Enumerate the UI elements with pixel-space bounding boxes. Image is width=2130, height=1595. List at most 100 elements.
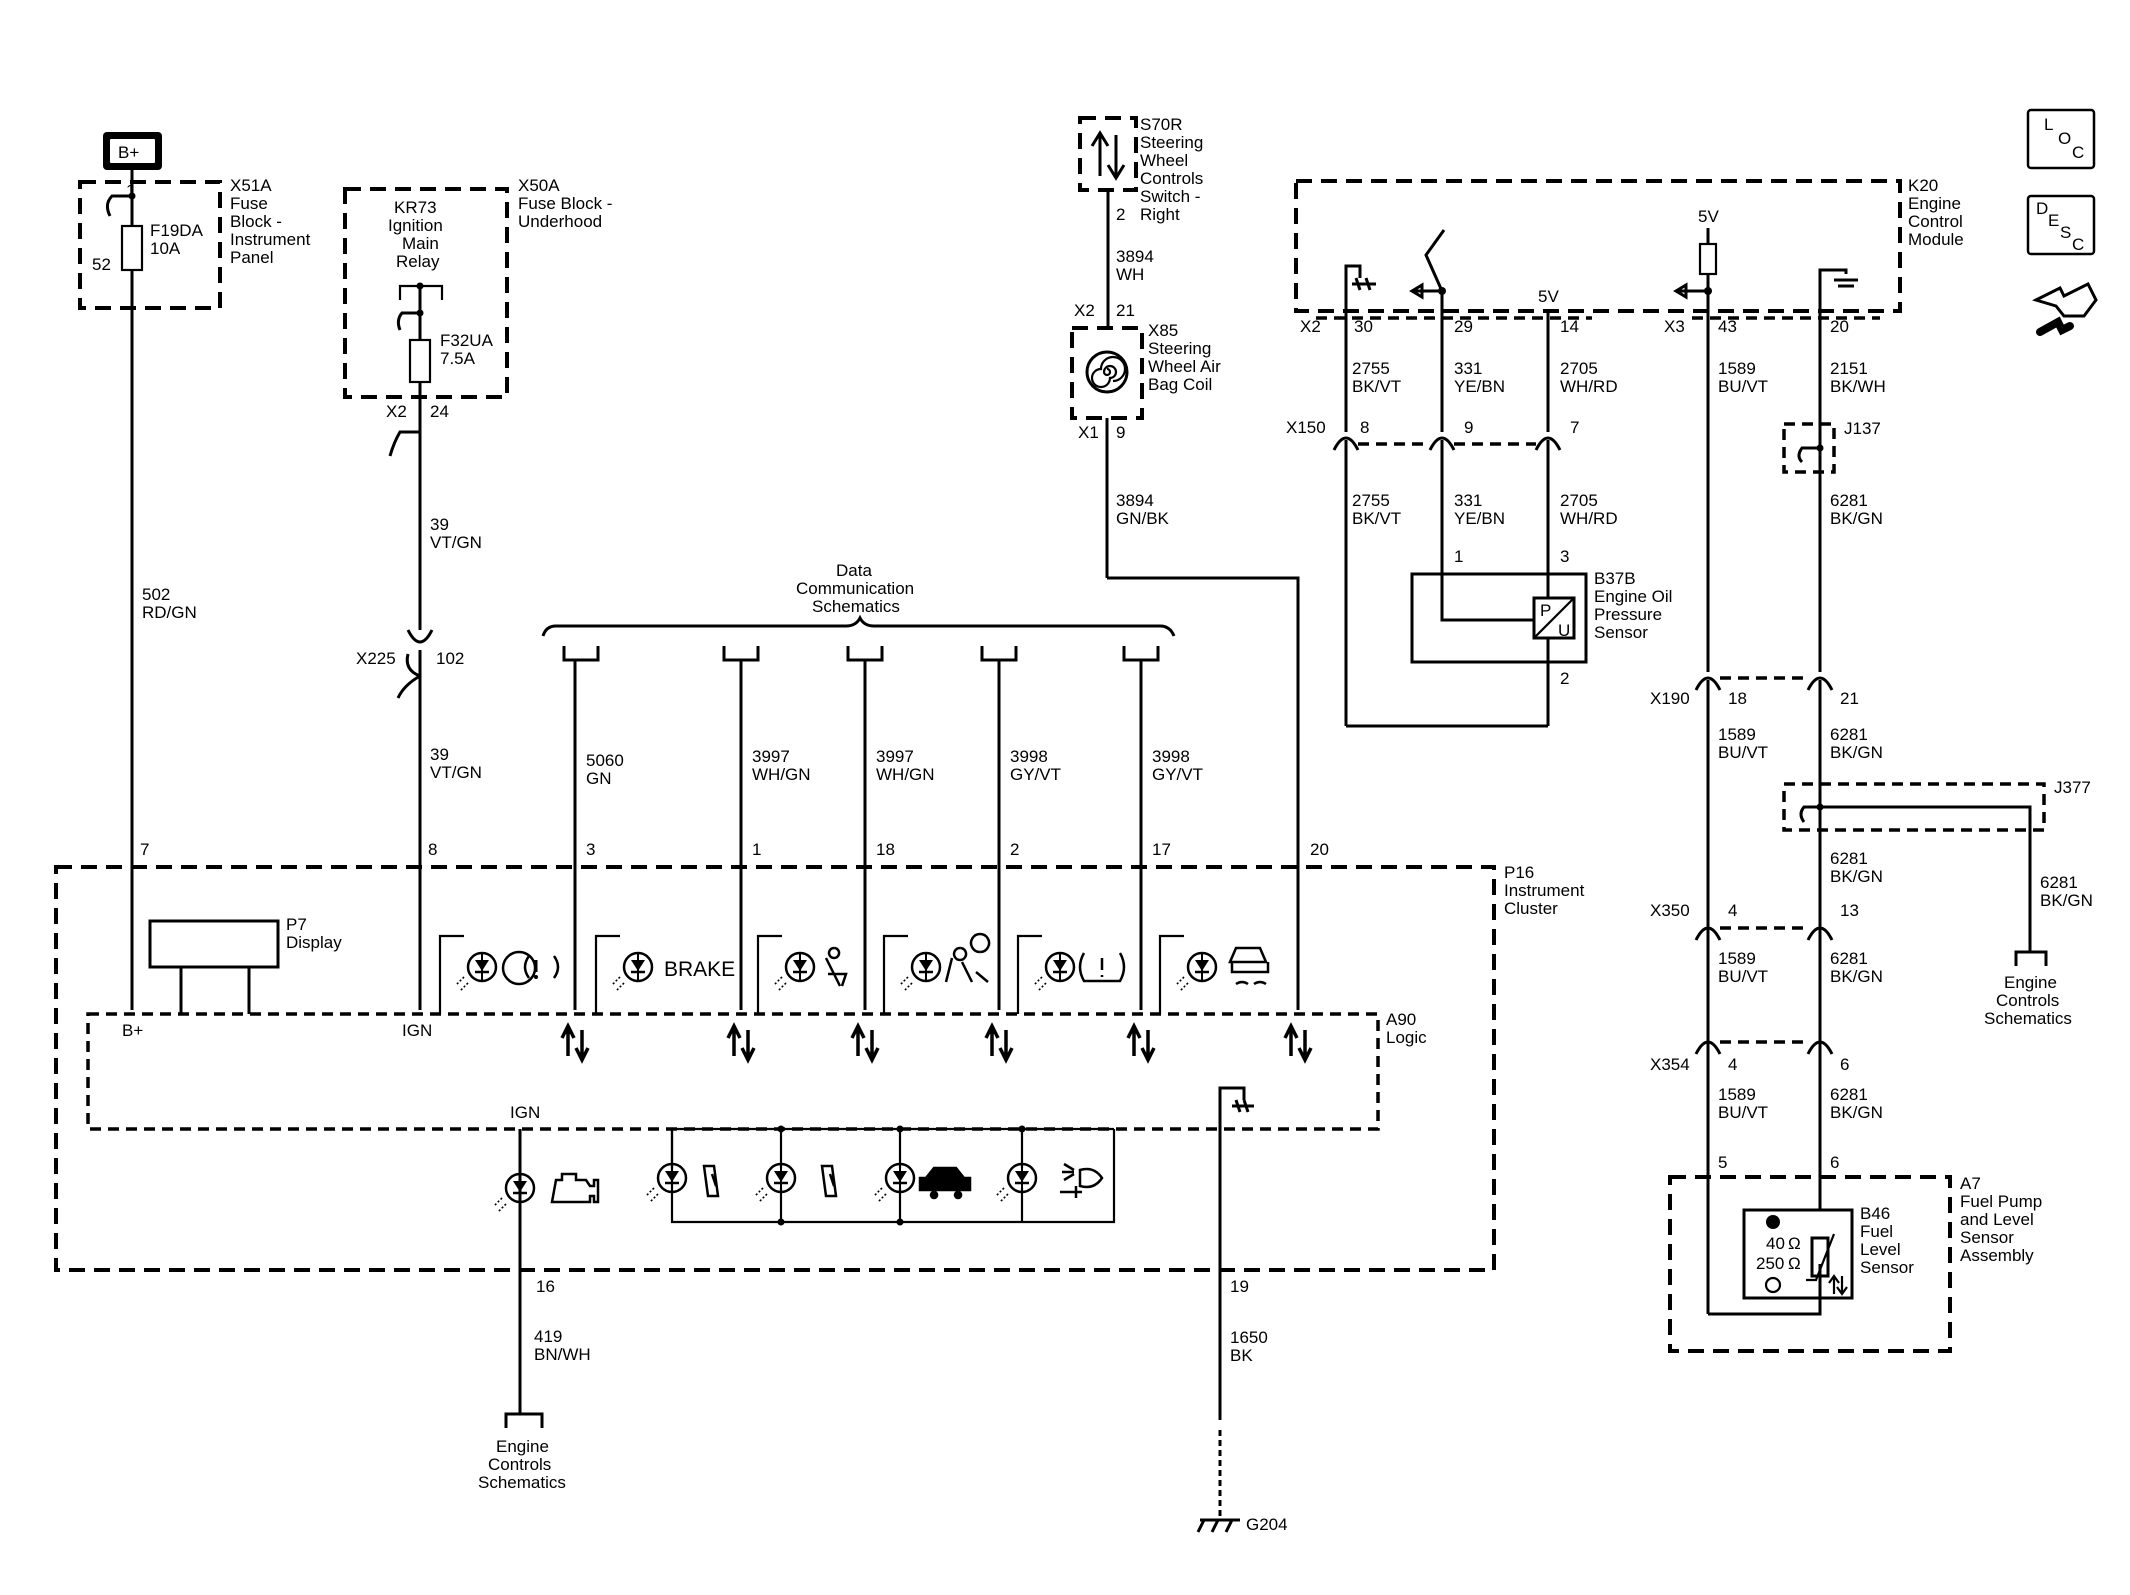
component-id: X51A xyxy=(230,176,272,195)
brake-warning-dot xyxy=(534,975,538,979)
fog-lamp-icon xyxy=(1060,1162,1104,1198)
pin-label: 21 xyxy=(1116,301,1135,320)
wire-color: RD/GN xyxy=(142,603,197,622)
x354-connector: X354 4 6 xyxy=(1650,1040,1849,1074)
pin-label: 20 xyxy=(1830,317,1849,336)
pin-label: 1 xyxy=(1454,547,1463,566)
pin-name: B+ xyxy=(122,1021,143,1040)
led-icon xyxy=(995,1162,1038,1203)
wire-number: 3894 xyxy=(1116,491,1154,510)
bidirectional-arrow-icon xyxy=(984,1022,1014,1064)
component-desc: Steering xyxy=(1148,339,1211,358)
component-desc: Instrument xyxy=(230,230,311,249)
pin-label: 6 xyxy=(1830,1153,1839,1172)
connector-view-icon[interactable] xyxy=(2031,281,2098,336)
wire-color: BK/VT xyxy=(1352,509,1401,528)
relay-label: KR73 xyxy=(394,198,437,217)
wire-color: YE/BN xyxy=(1454,377,1505,396)
wire-number: 502 xyxy=(142,585,170,604)
bidirectional-arrow-icon xyxy=(1126,1022,1156,1064)
component-desc: Level xyxy=(1860,1240,1901,1259)
x190-connector: X190 18 21 xyxy=(1650,676,1859,708)
component-id: P16 xyxy=(1504,863,1534,882)
connector-label: X2 xyxy=(1074,301,1095,320)
b-plus-label: B+ xyxy=(118,143,139,162)
wire-color: BU/VT xyxy=(1718,743,1768,762)
splice-label: J377 xyxy=(2054,778,2091,797)
wire-number: 6281 xyxy=(2040,873,2078,892)
component-desc: Wheel Air xyxy=(1148,357,1221,376)
ground-label: G204 xyxy=(1246,1515,1288,1534)
pin-label: 102 xyxy=(436,649,464,668)
wire-number: 2755 xyxy=(1352,359,1390,378)
wire-color: WH/GN xyxy=(752,765,811,784)
component-desc: Engine Oil xyxy=(1594,587,1672,606)
pin-label: 18 xyxy=(1728,689,1747,708)
component-desc: Engine xyxy=(1908,194,1961,213)
pin-label: 24 xyxy=(430,402,449,421)
pin-label: 9 xyxy=(1116,423,1125,442)
pin-label: 1 xyxy=(752,840,761,859)
wire-number: 6281 xyxy=(1830,849,1868,868)
component-desc: Cluster xyxy=(1504,899,1558,918)
wire-number: 5060 xyxy=(586,751,624,770)
component-desc: Underhood xyxy=(518,212,602,231)
wire-color: BK/VT xyxy=(1352,377,1401,396)
led-icon xyxy=(493,1172,536,1213)
component-desc: Fuel xyxy=(1860,1222,1893,1241)
reference-label: Engine xyxy=(496,1437,549,1456)
desc-icon[interactable]: D E S C xyxy=(2026,194,2096,256)
wire-color: BK/GN xyxy=(1830,967,1883,986)
fuse-rating: 7.5A xyxy=(440,349,476,368)
ground-icon xyxy=(1196,1518,1240,1533)
wire-number: 2705 xyxy=(1560,359,1598,378)
wire-color: WH/RD xyxy=(1560,377,1618,396)
loc-letter: O xyxy=(2058,129,2071,148)
component-desc: and Level xyxy=(1960,1210,2034,1229)
component-desc: Sensor xyxy=(1960,1228,2014,1247)
bus-title: Schematics xyxy=(812,597,900,616)
wire-number: 419 xyxy=(534,1327,562,1346)
led-icon xyxy=(455,951,498,992)
wire-number: 1589 xyxy=(1718,949,1756,968)
wire-number: 1650 xyxy=(1230,1328,1268,1347)
ohm-symbol: Ω xyxy=(1788,1254,1801,1273)
pin-label: 2 xyxy=(1010,840,1019,859)
led-icon xyxy=(754,1162,797,1203)
wire-number: 3998 xyxy=(1152,747,1190,766)
pin-label: 29 xyxy=(1454,317,1473,336)
connector-label: X150 xyxy=(1286,418,1326,437)
component-id: B37B xyxy=(1594,569,1636,588)
wire-color: VT/GN xyxy=(430,533,482,552)
wire-number: 3997 xyxy=(752,747,790,766)
tpms-icon xyxy=(1078,952,1126,983)
data-communication-bus: Data Communication Schematics xyxy=(541,561,1176,662)
pin-label: 52 xyxy=(92,255,111,274)
wire-number: 1589 xyxy=(1718,1085,1756,1104)
a7-fuel-pump-assembly: 5 6 A7 Fuel Pump and Level Sensor Assemb… xyxy=(1668,1153,2042,1353)
component-desc: Assembly xyxy=(1960,1246,2034,1265)
wire-number: 6281 xyxy=(1830,1085,1868,1104)
x50a-fuse-block: KR73 Ignition Main Relay F32UA 7.5A X50A… xyxy=(343,176,612,457)
component-desc: Controls xyxy=(1140,169,1203,188)
component-id: K20 xyxy=(1908,176,1938,195)
fuse-rating: 10A xyxy=(150,239,181,258)
led-icon xyxy=(1175,951,1218,992)
wire-color: BK/WH xyxy=(1830,377,1886,396)
wire-color: BU/VT xyxy=(1718,1103,1768,1122)
relay-label: Relay xyxy=(396,252,440,271)
loc-icon[interactable]: L O C xyxy=(2026,108,2096,170)
pin-label: 14 xyxy=(1560,317,1579,336)
wire-number: 331 xyxy=(1454,359,1482,378)
bidirectional-arrow-icon xyxy=(1283,1022,1313,1064)
wire-color: GN xyxy=(586,769,612,788)
resistance-value: 40 xyxy=(1766,1234,1785,1253)
traction-control-icon xyxy=(1228,946,1270,986)
connector-label: X2 xyxy=(386,402,407,421)
component-desc: Control xyxy=(1908,212,1963,231)
connector-label: X190 xyxy=(1650,689,1690,708)
wire-number: 3998 xyxy=(1010,747,1048,766)
k20-engine-control-module: K20 Engine Control Module 5V 5V X2 30 29… xyxy=(1294,176,1964,336)
led-icon xyxy=(899,951,942,992)
loc-letter: C xyxy=(2072,143,2084,162)
